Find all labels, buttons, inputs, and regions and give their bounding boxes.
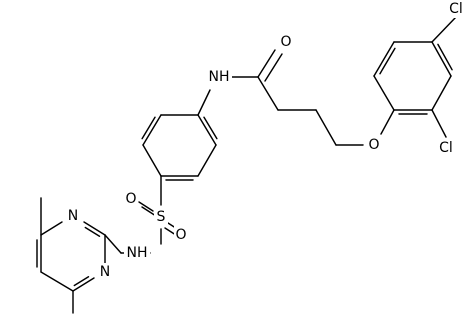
sulfonamide-nitrogen-label-group: NH [124,244,150,262]
sulfonyl-double-bond [141,206,157,217]
aromatic-double-bond [141,116,156,140]
aromatic-double-bond [437,43,453,71]
pyrimidine-nitrogen-label-group: N [98,263,112,281]
bond-layer [36,16,457,314]
alkyl-bond [315,109,337,146]
chlorine-bond [431,109,447,138]
aromatic-bond [373,75,395,111]
atom-label-background [174,226,188,244]
chlorine-atom: Cl [439,140,453,156]
chlorine-atom-label-group: Cl [435,139,457,157]
sulfonyl-double-bond [138,201,154,212]
pyrimidine-bond [72,277,95,292]
oxygen-atom-label-group: O [174,226,188,244]
pyrimidine-nitrogen: N [100,264,110,280]
oxygen-atom-label-group: O [124,190,138,208]
atom-label-background [279,33,293,51]
pyrimidine-bond [83,221,106,236]
atom-label-background [66,207,80,225]
pyrimidine-bond [40,221,63,236]
amide-nitrogen: NH [209,69,230,85]
aromatic-bond [197,144,217,177]
sulfur-atom: S [157,209,166,225]
atom-label-background [98,263,112,281]
pyrimidine-nitrogen-label-group: N [66,207,80,225]
pyrimidine-bond [40,271,74,292]
aromatic-bond [142,144,162,177]
chlorine-atom-label-group: Cl [445,0,467,18]
aromatic-bond [431,41,452,77]
atom-label-background [124,190,138,208]
pyrimidine-double-bond [73,275,90,287]
aromatic-bond [142,114,162,146]
aromatic-double-bond [203,116,218,140]
aromatic-bond [373,41,395,77]
chlorine-atom: Cl [449,1,463,17]
ether-bond [380,109,395,135]
aromatic-bond [197,114,217,146]
atom-label-background [435,139,457,157]
aromatic-double-bond [379,47,396,75]
oxygen-atom: O [175,227,186,243]
sulfur-atom-label-group: S [154,208,168,226]
alkyl-bond [257,76,279,111]
pyrimidine-nitrogen: N [68,208,78,224]
amide-nitrogen-label-group: NH [206,68,232,86]
oxygen-atom: O [280,34,291,50]
carbonyl-double-bond [264,53,283,82]
aromatic-bond [431,75,452,111]
chlorine-bond [431,16,457,43]
pyrimidine-double-bond [84,226,101,238]
atom-label-background [124,244,150,262]
atom-label-background [206,68,232,86]
oxygen-atom: O [368,137,379,153]
sulfonamide-nitrogen: NH [127,245,148,261]
sulfonamide-bond [104,234,122,254]
carbonyl-bond [257,49,276,78]
atom-label-background [154,208,168,226]
oxygen-atom-label-group: O [367,136,381,154]
atom-label-background [367,136,381,154]
atom-label-background [445,0,467,18]
oxygen-atom-label-group: O [279,33,293,51]
amide-bond [197,89,211,116]
oxygen-atom: O [125,191,136,207]
